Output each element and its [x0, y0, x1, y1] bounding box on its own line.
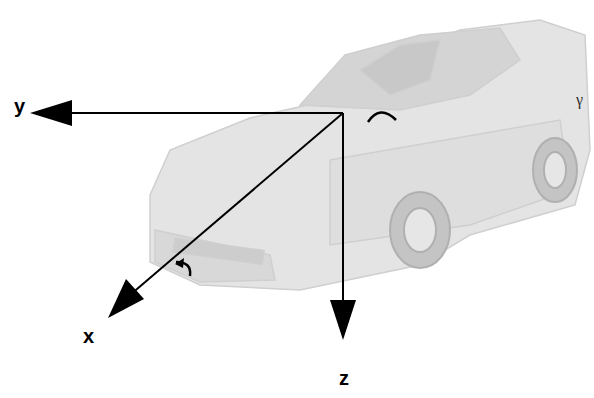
coordinate-axes [60, 113, 343, 305]
rotation-arrowhead [175, 258, 184, 268]
angle-symbol: γ [576, 92, 583, 108]
axis-arrowheads [30, 100, 356, 340]
axis-label: y [14, 96, 25, 116]
car-illustration [150, 20, 590, 290]
axis-label: z [339, 368, 349, 388]
car-wheels [390, 138, 577, 268]
rotation-arcs [176, 112, 396, 276]
axis-label: x [83, 326, 94, 346]
